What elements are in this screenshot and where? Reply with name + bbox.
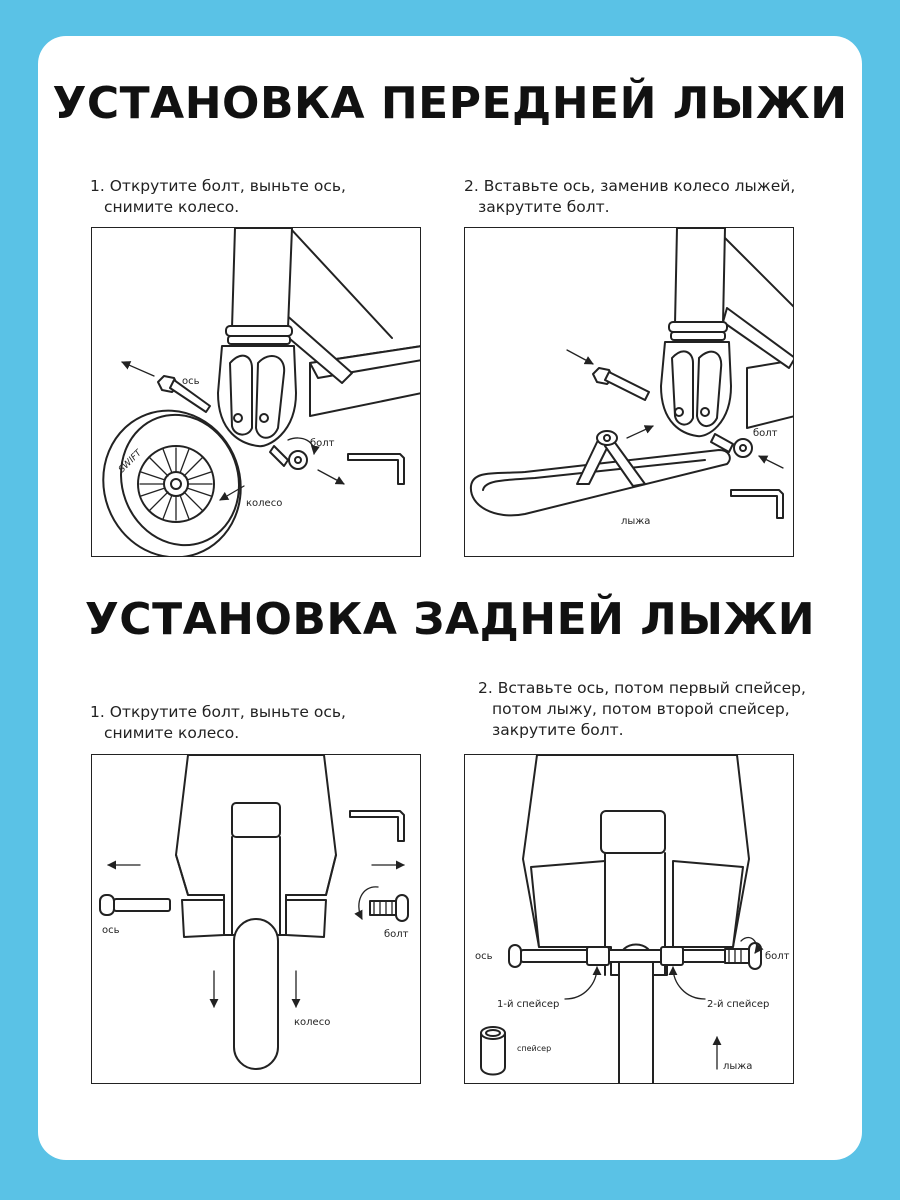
deck-rear-shape [175, 755, 337, 938]
front-step-2-text: 2. Вставьте ось, заменив колесо лыжей, з… [464, 176, 795, 218]
spacer-parts: 1-й спейсер 2-й спейсер спейсер [480, 946, 769, 1076]
ski-part: лыжа [618, 943, 752, 1083]
wheel-part: колесо [209, 918, 330, 1070]
spacer-label: спейсер [517, 1044, 551, 1053]
bolt-part: болт [724, 936, 790, 970]
spacer-2-label: 2-й спейсер [707, 999, 769, 1010]
bolt-label: болт [384, 929, 409, 940]
fork-shape [660, 228, 732, 438]
rear-ski-title: УСТАНОВКА ЗАДНЕЙ ЛЫЖИ [84, 594, 816, 645]
axle-label: ось [475, 951, 493, 962]
rear-step-2-illustration: лыжа ось 1-й спейсер 2-й спейсер спейсер… [464, 754, 794, 1084]
ski-label: лыжа [621, 516, 650, 527]
bolt-label: болт [765, 951, 790, 962]
rear-step-2-line-2: потом лыжу, потом второй спейсер, [492, 700, 790, 718]
front-step-1-line-1: 1. Открутите болт, выньте ось, [90, 177, 346, 195]
rear-step-2-line-1: 2. Вставьте ось, потом первый спейсер, [478, 679, 806, 697]
front-step-1-illustration: ось [91, 227, 421, 557]
front-step-2-line-2: закрутите болт. [478, 198, 610, 216]
bolt-part: болт [269, 437, 345, 485]
bolt-part: болт [710, 428, 784, 469]
hex-key [347, 453, 405, 485]
front-step-2-line-1: 2. Вставьте ось, заменив колесо лыжей, [464, 177, 796, 195]
axle-label: ось [182, 376, 200, 387]
front-step-2-illustration: болт лыжа [464, 227, 794, 557]
ski-label: лыжа [723, 1061, 752, 1072]
rear-install-ski-drawing: лыжа ось 1-й спейсер 2-й спейсер спейсер… [475, 755, 790, 1083]
rear-remove-wheel-drawing: колесо ось болт [99, 755, 409, 1070]
front-remove-wheel-drawing: ось [102, 228, 420, 556]
hex-key [730, 489, 784, 519]
wheel-label: колесо [246, 498, 282, 509]
spacer-1-label: 1-й спейсер [497, 999, 559, 1010]
axle-part: ось [121, 361, 211, 413]
axle-part: ось [99, 860, 171, 936]
axle-label: ось [102, 925, 120, 936]
front-ski-title: УСТАНОВКА ПЕРЕДНЕЙ ЛЫЖИ [52, 78, 848, 129]
bolt-label: болт [753, 428, 778, 439]
deck-shape [276, 228, 420, 417]
rear-step-2-line-3: закрутите болт. [492, 721, 624, 739]
front-install-ski-drawing: болт лыжа [469, 228, 793, 527]
rear-step-1-line-1: 1. Открутите болт, выньте ось, [90, 703, 346, 721]
bolt-label: болт [310, 438, 335, 449]
wheel-part: SWIFT колесо [102, 409, 282, 556]
hex-key [349, 810, 405, 842]
ski-part: лыжа [469, 425, 731, 527]
rear-step-1-line-2: снимите колесо. [104, 724, 240, 742]
rear-step-1-illustration: колесо ось болт [91, 754, 421, 1084]
fork-shape [217, 228, 297, 448]
rear-step-2-text: 2. Вставьте ось, потом первый спейсер, п… [478, 678, 806, 741]
front-step-1-text: 1. Открутите болт, выньте ось, снимите к… [90, 176, 346, 218]
rear-step-1-text: 1. Открутите болт, выньте ось, снимите к… [90, 702, 346, 744]
front-step-1-line-2: снимите колесо. [104, 198, 240, 216]
deck-shape [714, 228, 793, 429]
deck-rear-shape [522, 755, 750, 976]
wheel-label: колесо [294, 1017, 330, 1028]
bolt-part: болт [354, 860, 409, 940]
axle-part [566, 349, 650, 401]
